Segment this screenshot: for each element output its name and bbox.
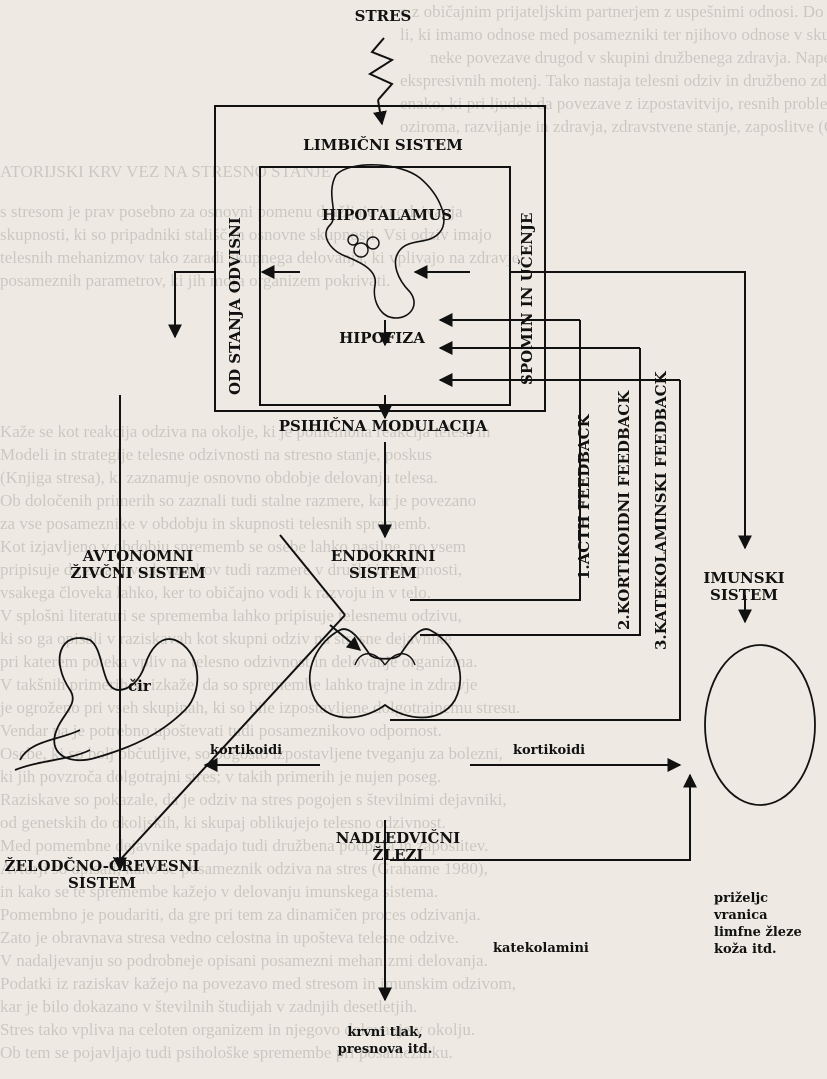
feedback-acth-label: 1.ACTH FEEDBACK: [576, 414, 593, 580]
feedback-cortico-line: [420, 348, 640, 635]
stress-lightning: [370, 38, 392, 100]
gi-system-label: ŽELODČNO-ČREVESNI SISTEM: [5, 858, 200, 892]
outcome-label: krvni tlak, presnova itd.: [338, 1024, 433, 1058]
feedback-catechol-label: 3.KATEKOLAMINSKI FEEDBACK: [653, 371, 670, 650]
hypothalamus-shape: [326, 165, 444, 318]
adrenal-label: NADLEDVIČNI ŽLEZI: [336, 830, 460, 864]
feedback-acth-line: [410, 320, 580, 600]
stress-label: STRES: [355, 8, 412, 25]
autonomic-label: AVTONOMNI ŽIVČNI SISTEM: [70, 548, 205, 582]
endocrine-label: ENDOKRINI SISTEM: [331, 548, 435, 582]
state-dependent-label: OD STANJA ODVISNI: [227, 217, 244, 395]
catecholamines-label: katekolamini: [493, 940, 589, 957]
adrenal-glands-shape: [310, 629, 460, 717]
feedback-cortico-label: 2.KORTIKOIDNI FEEDBACK: [616, 391, 633, 630]
hypothalamus-label: HIPOTALAMUS: [322, 207, 452, 224]
pituitary-label: HIPOFIZA: [339, 330, 425, 347]
immune-label: IMUNSKI SISTEM: [703, 570, 784, 604]
immune-organ-shape: [705, 645, 815, 805]
psychic-modulation-label: PSIHIČNA MODULACIJA: [279, 418, 487, 435]
limbic-system-label: LIMBIČNI SISTEM: [303, 137, 463, 154]
stomach-shape: [54, 638, 197, 760]
memory-learning-label: SPOMIN IN UČENJE: [519, 213, 536, 385]
ulcer-label: čir: [128, 678, 151, 695]
inner-box: [260, 167, 510, 405]
autonomic-triangle: [120, 395, 345, 860]
corticoids-right-label: kortikoidi: [513, 742, 585, 759]
corticoids-left-label: kortikoidi: [210, 742, 282, 759]
immune-organs-label: priželjc vranica limfne žleze koža itd.: [714, 890, 802, 958]
autonomic-link-line: [175, 272, 215, 335]
